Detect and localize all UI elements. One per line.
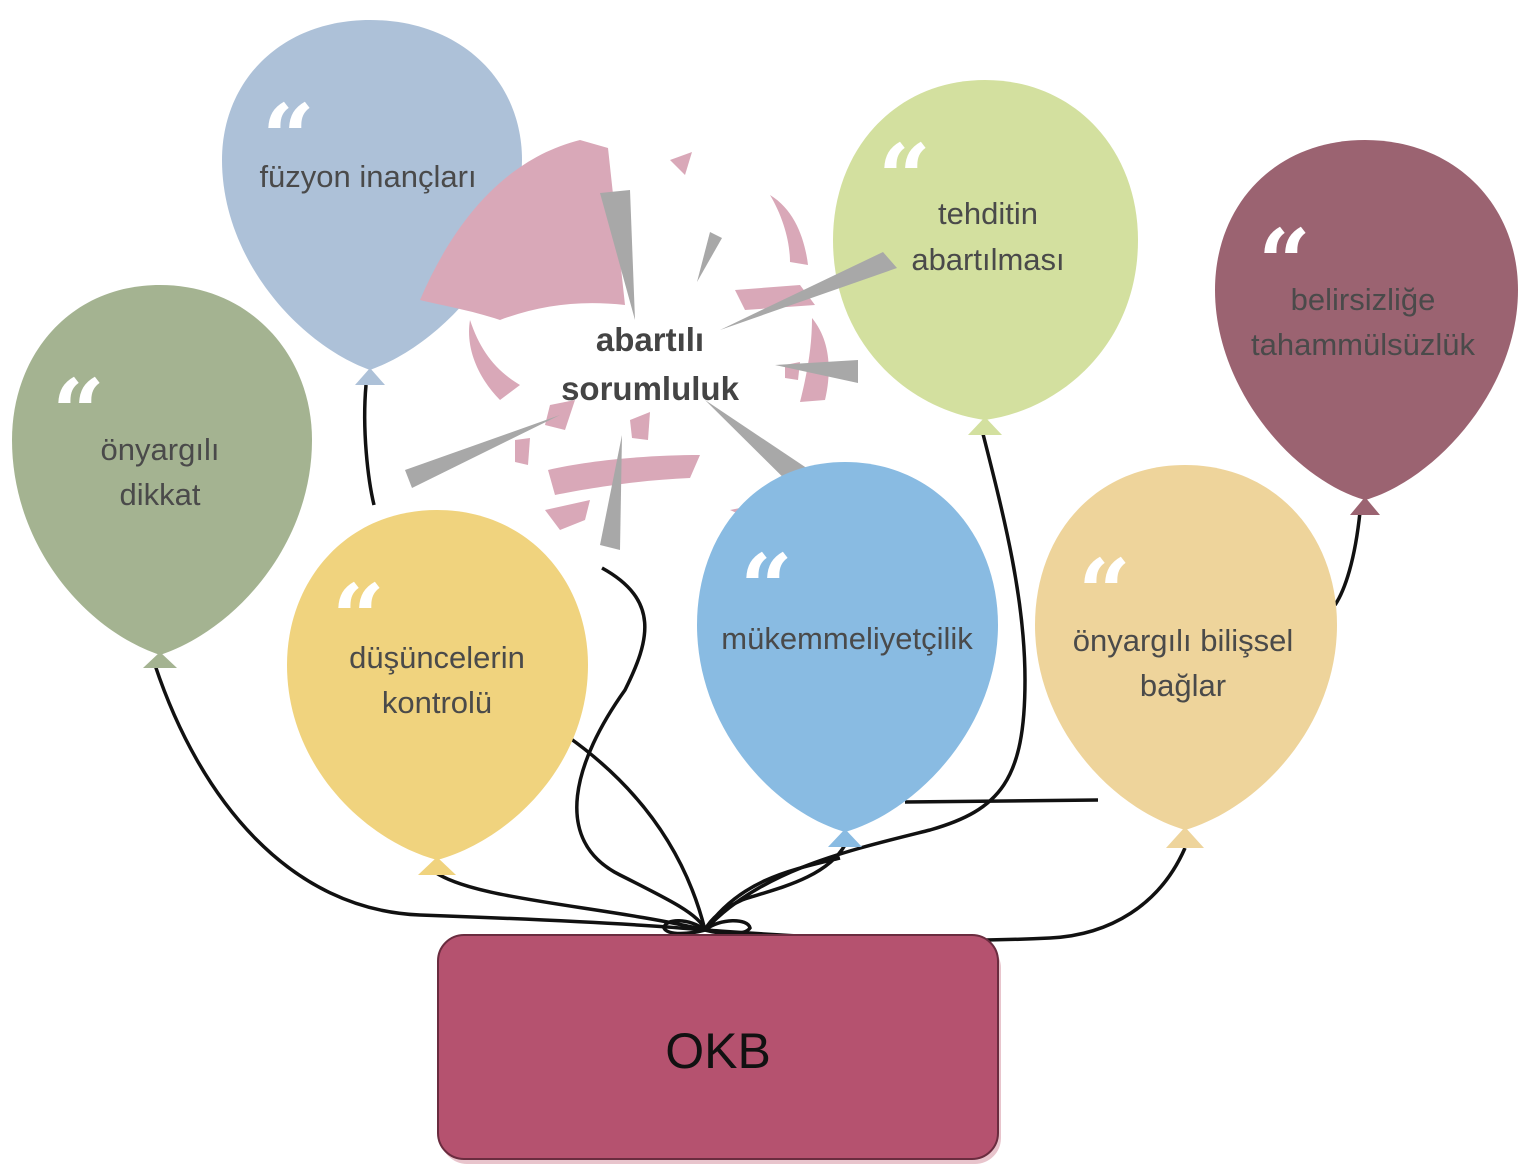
string-muk-link <box>703 856 841 932</box>
burst-label-line1: abartılı <box>596 321 704 358</box>
balloon-body <box>1215 140 1518 500</box>
quote-icon: “ <box>878 124 931 232</box>
balloon-knot <box>355 368 385 385</box>
string-burst <box>575 566 707 931</box>
burst-ray <box>720 252 897 330</box>
balloon-belirsizlige <box>1215 140 1518 515</box>
quote-icon: “ <box>262 84 315 192</box>
balloon-knot <box>418 857 456 875</box>
balloon-body <box>12 285 312 655</box>
quote-icons: “ “ “ “ “ “ “ <box>52 84 1311 672</box>
burst-fragment <box>515 438 530 465</box>
root-box-rect <box>437 934 999 1160</box>
root-label: OKB <box>665 1023 771 1079</box>
balloon-label-belirsizlige-2: tahammülsüzlük <box>1251 327 1475 362</box>
balloon-knot <box>1350 497 1380 515</box>
balloon-body <box>222 20 522 370</box>
burst-fragment <box>735 285 815 310</box>
balloon-label-onyargili-dikkat-1: önyargılı <box>101 432 220 467</box>
burst-label-line2: sorumluluk <box>561 370 740 407</box>
string-onyargili-dikkat <box>153 664 706 932</box>
balloon-label-onyargili-dikkat-2: dikkat <box>120 477 201 512</box>
string-bilissel-link <box>904 798 1099 804</box>
balloon-strings <box>153 384 1362 943</box>
root-box: OKB <box>437 919 1001 1164</box>
string-dusuncelerin-kontrolu <box>430 868 706 932</box>
burst-fragment <box>670 152 692 175</box>
balloon-body <box>697 462 998 832</box>
balloon-label-dusuncelerin-2: kontrolü <box>382 685 492 720</box>
balloon-label-belirsizlige-1: belirsizliğe <box>1291 282 1436 317</box>
burst-fragment <box>545 500 590 530</box>
balloon-label-onyargili-bilissel-1: önyargılı bilişsel <box>1073 623 1294 658</box>
burst-ray <box>405 415 560 488</box>
balloon-label-fuzyon: füzyon inançları <box>259 159 476 194</box>
balloon-knot <box>968 417 1002 435</box>
balloon-body <box>1035 465 1337 830</box>
balloon-label-tehditin-2: abartılması <box>911 242 1064 277</box>
quote-icon: “ <box>1078 539 1131 647</box>
balloon-dusuncelerin-kontrolu <box>287 510 588 875</box>
burst-fragment <box>800 318 829 402</box>
burst-fragment <box>420 140 625 320</box>
balloon-knot <box>1166 827 1204 848</box>
balloon-mukemmeliyetcilik <box>697 462 998 847</box>
burst-fragment <box>630 412 650 440</box>
balloon-label-dusuncelerin-1: düşüncelerin <box>349 640 525 675</box>
burst-fragment <box>770 195 808 265</box>
balloon-body <box>287 510 588 860</box>
balloon-onyargili-bilissel <box>1035 465 1337 848</box>
burst-ray <box>600 435 622 550</box>
quote-icon: “ <box>740 534 793 642</box>
balloon-label-tehditin-1: tehditin <box>938 196 1038 231</box>
quote-icon: “ <box>52 359 105 467</box>
string-fuzyon <box>362 384 376 506</box>
quote-icon: “ <box>332 564 385 672</box>
quote-icon: “ <box>1258 209 1311 317</box>
string-kontrol-link <box>565 734 707 931</box>
balloon-tehditin <box>833 80 1138 435</box>
balloon-onyargili-dikkat <box>12 285 312 668</box>
balloon-knot <box>828 829 862 847</box>
burst-ray <box>600 190 635 320</box>
string-onyargili-bilissel <box>704 847 1187 943</box>
balloon-body <box>833 80 1138 420</box>
burst-ray <box>697 232 722 282</box>
balloon-label-onyargili-bilissel-2: bağlar <box>1140 668 1226 703</box>
burst-fragment <box>469 320 520 400</box>
balloon-label-mukemmeliyetcilik: mükemmeliyetçilik <box>721 621 973 656</box>
burst-fragment <box>548 455 700 495</box>
string-belirsizlige <box>1333 511 1362 606</box>
burst-ray <box>775 360 858 383</box>
string-bow <box>662 919 752 936</box>
balloon-knot <box>143 652 177 668</box>
